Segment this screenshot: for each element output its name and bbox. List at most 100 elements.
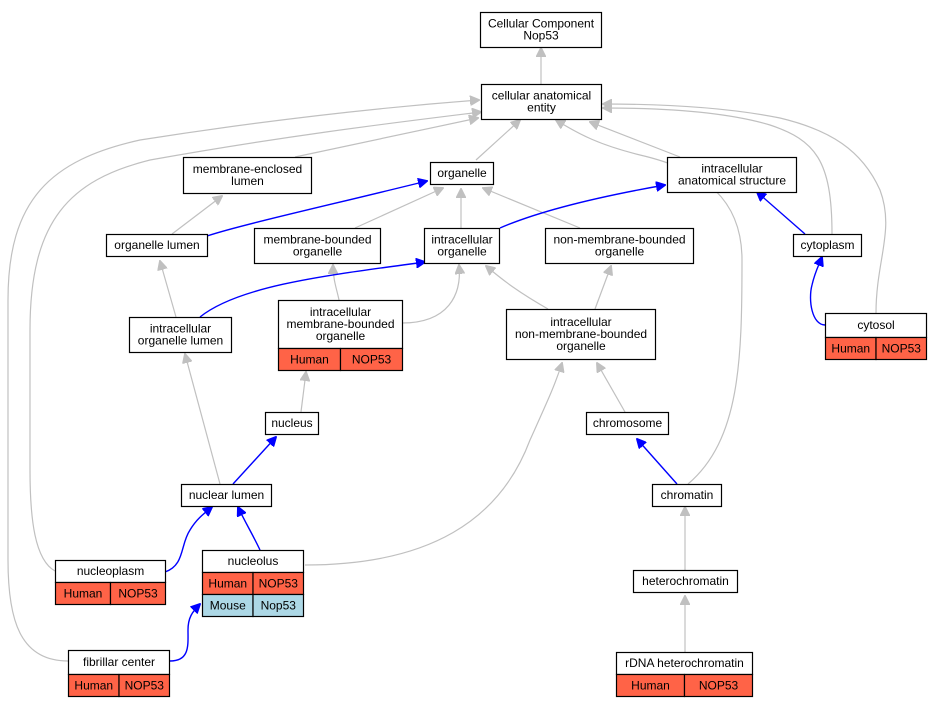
node-label: anatomical structure	[678, 174, 786, 188]
node-nuc[interactable]: nucleus	[264, 411, 320, 436]
node-box	[651, 483, 723, 508]
edge-inmbo-nmbo	[594, 266, 611, 310]
edge-nl-iol	[185, 354, 221, 485]
node-label: nucleolus	[228, 554, 279, 568]
node-box	[180, 483, 273, 508]
node-box	[429, 161, 495, 186]
edge-iol-io	[199, 262, 425, 318]
edge-imbo-mbo	[333, 265, 340, 301]
edge-org-cae	[475, 120, 520, 161]
node-box	[105, 233, 209, 258]
annotation-species: Human	[631, 679, 670, 693]
node-label: chromatin	[661, 488, 714, 502]
node-label: Cellular Component	[488, 17, 595, 31]
node-label: intracellular	[431, 233, 492, 247]
annotation-cell	[683, 673, 754, 698]
annotation-cell	[875, 336, 928, 361]
node-label: membrane-bounded	[263, 233, 371, 247]
annotation-gene: NOP53	[125, 679, 165, 693]
node-label: organelle lumen	[114, 238, 199, 252]
node-nl[interactable]: nuclear lumen	[180, 483, 273, 508]
node-label: intracellular	[550, 315, 611, 329]
node-label: fibrillar center	[83, 655, 155, 669]
annotation-species: Mouse	[210, 599, 246, 613]
node-box	[277, 299, 404, 350]
node-cyt[interactable]: cytoplasm	[792, 233, 863, 258]
edge-ias-cae	[590, 122, 681, 158]
node-box	[128, 316, 233, 354]
node-box	[423, 227, 501, 265]
node-inmbo[interactable]: intracellularnon-membrane-boundedorganel…	[505, 308, 657, 361]
edge-io-ias	[499, 185, 665, 229]
node-ol[interactable]: organelle lumen	[105, 233, 209, 258]
edge-ol-org	[206, 181, 427, 237]
edge-cytosol-cae	[603, 104, 887, 314]
node-label: non-membrane-bounded	[553, 233, 685, 247]
annotation-cell	[118, 673, 171, 698]
node-chrom[interactable]: chromosome	[585, 411, 670, 436]
node-label: organelle	[437, 245, 487, 259]
edge-nucleolus-inmbo	[304, 363, 562, 566]
node-label: nuclear lumen	[189, 488, 264, 502]
annotation-cell	[339, 347, 404, 372]
edge-inmbo-io	[486, 266, 549, 310]
node-label: Nop53	[523, 29, 559, 43]
node-box	[480, 83, 603, 121]
edge-cyt-ias	[757, 192, 806, 235]
node-label: chromosome	[593, 416, 663, 430]
node-box	[264, 411, 320, 436]
node-box	[182, 156, 313, 195]
edge-chromatin-cae	[556, 120, 743, 485]
node-label: membrane-enclosed	[193, 162, 302, 176]
node-box	[67, 649, 171, 676]
edge-imbo-io	[401, 265, 459, 324]
node-box	[544, 227, 695, 265]
edge-iol-ol	[160, 261, 177, 318]
edges	[7, 48, 887, 662]
annotation-species: Human	[831, 342, 870, 356]
node-het[interactable]: heterochromatin	[632, 569, 739, 594]
edge-chromatin-chrom	[637, 439, 678, 485]
node-org[interactable]: organelle	[429, 161, 495, 186]
node-label: rDNA heterochromatin	[625, 656, 744, 670]
annotation-species: Human	[290, 353, 329, 367]
edge-np-cae	[29, 112, 481, 572]
node-imbo[interactable]: intracellularmembrane-boundedorganelleHu…	[277, 299, 404, 372]
edge-chrom-inmbo	[597, 363, 626, 413]
annotation-gene: NOP53	[352, 353, 392, 367]
node-label: organelle	[293, 245, 343, 259]
edge-np-nl	[164, 507, 212, 573]
node-box	[824, 312, 928, 339]
node-box	[505, 308, 657, 361]
annotation-gene: NOP53	[882, 342, 922, 356]
node-label: nucleus	[271, 416, 312, 430]
node-chromatin[interactable]: chromatin	[651, 483, 723, 508]
node-label: organelle lumen	[138, 334, 223, 348]
edge-cytosol-cyt	[809, 257, 826, 326]
annotation-species: Human	[208, 577, 247, 591]
annotation-cell	[109, 581, 167, 606]
node-label: intracellular	[150, 322, 211, 336]
edge-mel-cae	[294, 118, 478, 158]
node-label: cytosol	[857, 318, 894, 332]
node-label: membrane-bounded	[286, 317, 394, 331]
node-label: intracellular	[310, 305, 371, 319]
node-label: cytoplasm	[800, 238, 854, 252]
edge-nucleolus-nl	[238, 507, 261, 551]
edge-cyt-cae	[603, 108, 833, 235]
